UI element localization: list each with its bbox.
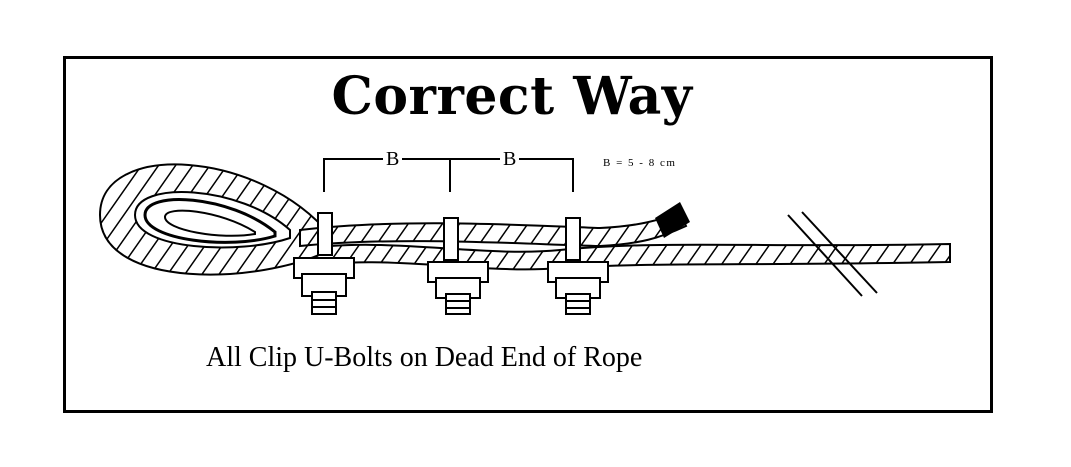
- wire-rope-clip-2: [427, 217, 489, 315]
- spacing-note: B = 5 - 8 cm: [603, 157, 677, 169]
- spacing-label-b-2: B: [500, 148, 520, 171]
- wire-rope-clip-3: [547, 217, 609, 315]
- thimble: [143, 198, 277, 244]
- diagram-title: Correct Way: [331, 66, 693, 127]
- rope-break-marks: [787, 211, 878, 297]
- dead-end-rope: [299, 202, 690, 248]
- spacing-label-b-1: B: [383, 148, 403, 171]
- spacing-dimension-lines: [323, 158, 574, 192]
- wire-rope-clip-1: [293, 212, 355, 315]
- diagram-caption: All Clip U-Bolts on Dead End of Rope: [206, 342, 643, 373]
- dead-end-taped-tip: [655, 202, 690, 238]
